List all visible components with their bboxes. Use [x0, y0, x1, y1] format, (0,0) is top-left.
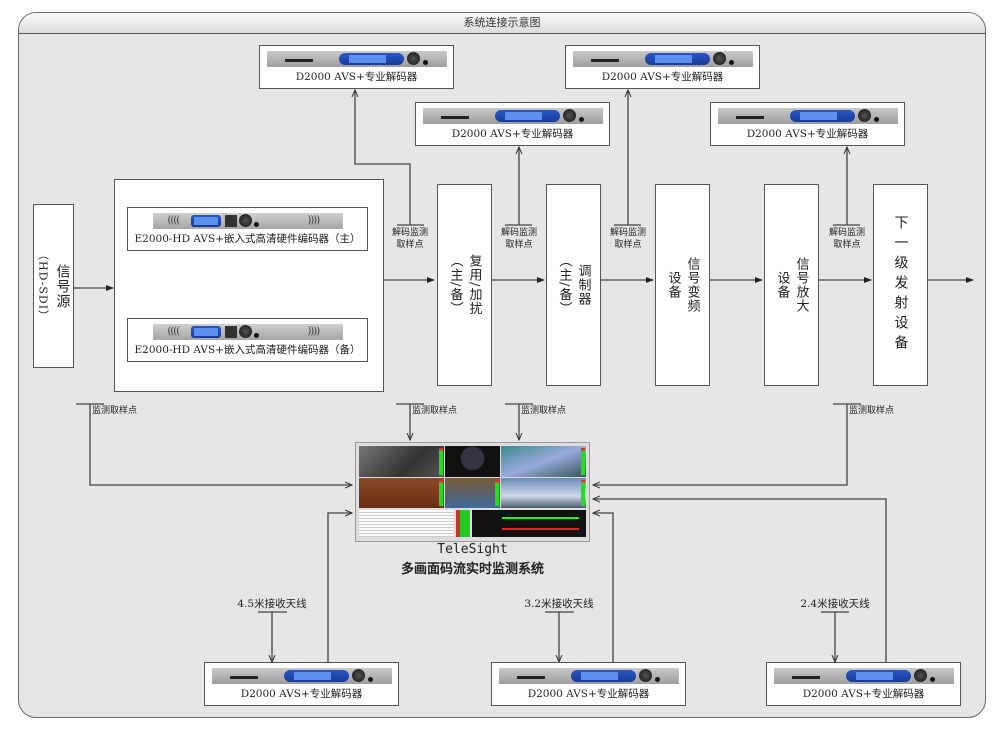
mux-scrambler-box: 复用/加扰 （主/备） [437, 184, 492, 386]
decoder-device-image [266, 51, 447, 67]
top-decoder-4: D2000 AVS+专业解码器 [710, 102, 905, 146]
decode-sample-label: 解码监测取样点 [500, 228, 537, 250]
modulator-label: 调制器 [575, 264, 591, 306]
decoder-device-image [211, 668, 392, 684]
telesight-monitor-screenshot [355, 442, 590, 542]
amplifier-label: 信号放大 [793, 257, 809, 313]
top-decoder-label: D2000 AVS+专业解码器 [451, 128, 574, 140]
top-decoder-3: D2000 AVS+专业解码器 [565, 45, 760, 89]
monitor-sample-label: 监测取样点 [92, 406, 138, 416]
rx-decoder-label: D2000 AVS+专业解码器 [240, 688, 363, 700]
encoder-backup: (((( )))) E2000-HD AVS+嵌入式高清硬件编码器（备） [127, 318, 368, 362]
encoder-main: (((( )))) E2000-HD AVS+嵌入式高清硬件编码器（主） [127, 207, 368, 251]
encoder-device-image: (((( )))) [152, 324, 343, 340]
top-decoder-label: D2000 AVS+专业解码器 [601, 71, 724, 83]
decode-sample-label: 解码监测取样点 [828, 228, 865, 250]
next-transmitter-box: 下一级发射设备 [873, 184, 928, 386]
signal-source-box: 信号源 （HD-SDI） [33, 204, 74, 368]
upconverter-box: 信号变频 设备 [655, 184, 710, 386]
signal-source-sublabel: （HD-SDI） [36, 249, 50, 323]
amplifier-sublabel: 设备 [774, 271, 790, 299]
amplifier-box: 信号放大 设备 [764, 184, 819, 386]
rx-decoder-2: D2000 AVS+专业解码器 [491, 662, 686, 706]
top-decoder-1: D2000 AVS+专业解码器 [259, 45, 454, 89]
monitor-system-name: TeleSight [437, 542, 508, 557]
mux-label: 复用/加扰 [466, 254, 482, 316]
monitor-sample-label: 监测取样点 [412, 406, 458, 416]
antenna-label: 3.2米接收天线 [524, 598, 594, 610]
rx-decoder-label: D2000 AVS+专业解码器 [802, 688, 925, 700]
rx-decoder-label: D2000 AVS+专业解码器 [527, 688, 650, 700]
modulator-sublabel: （主/备） [556, 254, 572, 316]
rx-decoder-3: D2000 AVS+专业解码器 [766, 662, 961, 706]
encoder-device-image: (((( )))) [152, 213, 343, 229]
decoder-device-image [572, 51, 753, 67]
modulator-box: 调制器 （主/备） [546, 184, 601, 386]
monitor-sample-label: 监测取样点 [521, 406, 567, 416]
signal-source-label: 信号源 [54, 263, 71, 309]
monitor-system-description: 多画面码流实时监测系统 [400, 562, 544, 577]
top-decoder-2: D2000 AVS+专业解码器 [415, 102, 610, 146]
decode-sample-label: 解码监测取样点 [609, 228, 646, 250]
window-title: 系统连接示意图 [19, 13, 985, 34]
decoder-device-image [773, 668, 954, 684]
decoder-device-image [498, 668, 679, 684]
decode-sample-label: 解码监测取样点 [391, 228, 428, 250]
top-decoder-label: D2000 AVS+专业解码器 [746, 128, 869, 140]
rx-decoder-1: D2000 AVS+专业解码器 [204, 662, 399, 706]
antenna-label: 4.5米接收天线 [237, 598, 307, 610]
decoder-device-image [717, 108, 898, 124]
monitor-sample-label: 监测取样点 [849, 406, 895, 416]
next-transmitter-label: 下一级发射设备 [892, 215, 909, 355]
antenna-label: 2.4米接收天线 [800, 598, 870, 610]
encoder-main-label: E2000-HD AVS+嵌入式高清硬件编码器（主） [134, 233, 361, 245]
top-decoder-label: D2000 AVS+专业解码器 [295, 71, 418, 83]
upconverter-label: 信号变频 [684, 257, 700, 313]
decoder-device-image [422, 108, 603, 124]
mux-sublabel: （主/备） [447, 254, 463, 316]
encoder-backup-label: E2000-HD AVS+嵌入式高清硬件编码器（备） [134, 344, 361, 356]
upconverter-sublabel: 设备 [665, 271, 681, 299]
